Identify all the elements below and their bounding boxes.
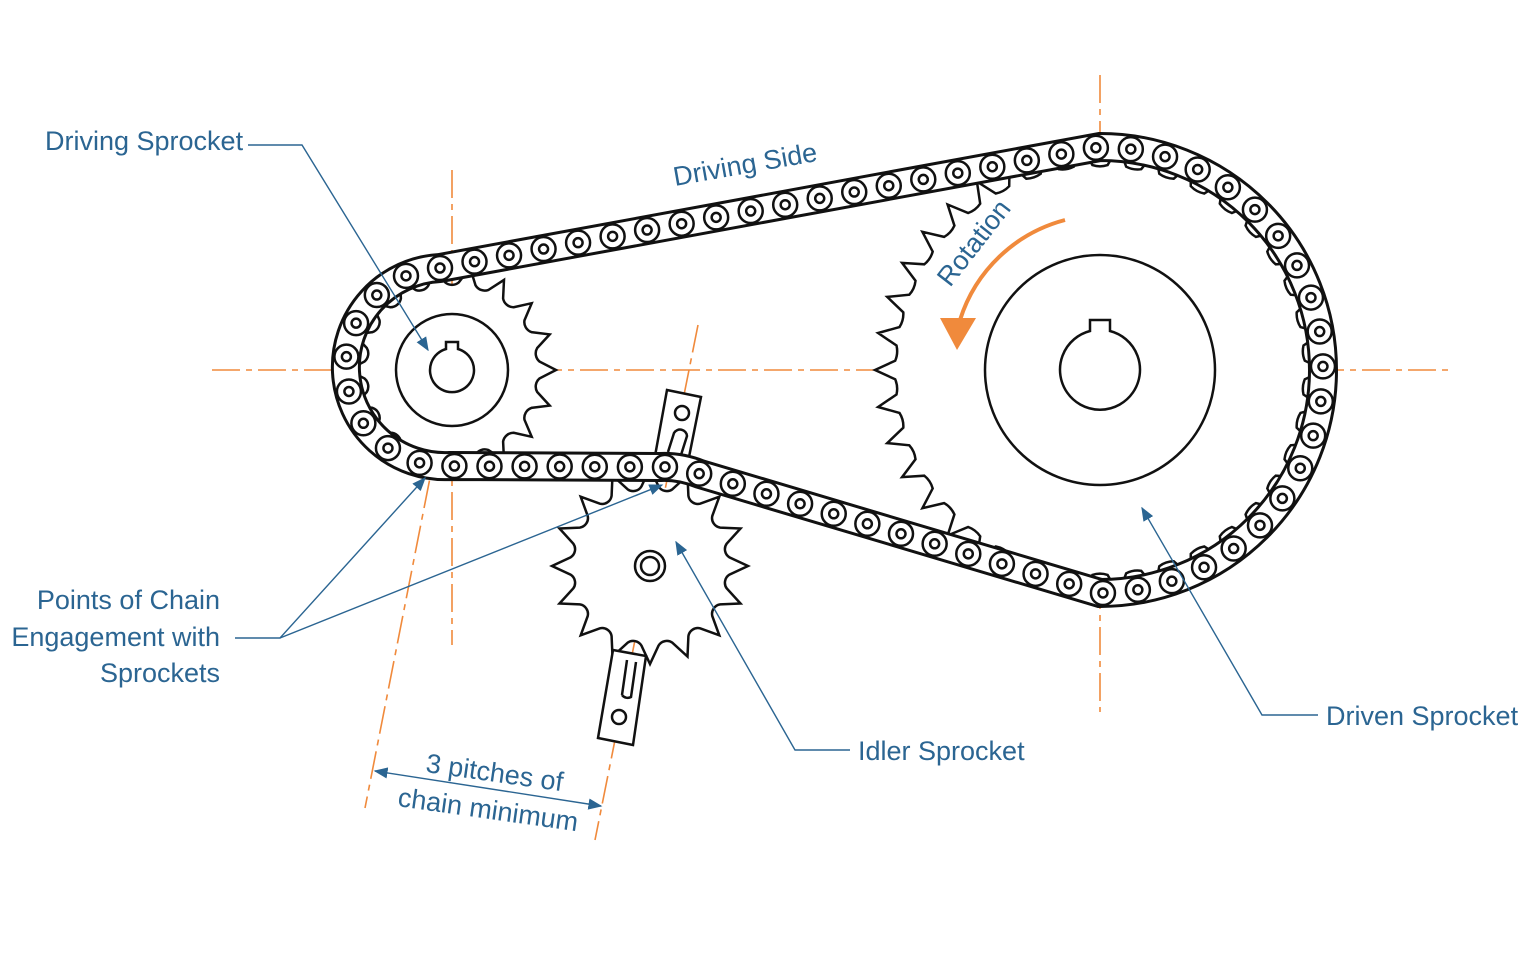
chain-pin <box>848 186 860 198</box>
chain-pin <box>1249 203 1261 216</box>
chain-pin <box>357 417 370 430</box>
chain-pin <box>1021 154 1033 167</box>
chain-pin <box>624 461 636 473</box>
driven-sprocket-label: Driven Sprocket <box>1326 701 1519 731</box>
chain-pin <box>434 262 446 274</box>
chain-pin <box>1055 148 1068 160</box>
chain-pin <box>883 179 895 192</box>
chain-pin <box>693 467 705 480</box>
chain-pin <box>1291 259 1303 272</box>
chain-pin <box>537 243 550 255</box>
chain-pin <box>917 173 930 186</box>
chain-pin <box>589 460 601 473</box>
chain-pin <box>1227 542 1240 555</box>
chain-pin <box>1090 142 1102 154</box>
chain-pin <box>1294 462 1307 474</box>
chain-pin <box>1254 519 1266 532</box>
chain-pin <box>641 224 653 236</box>
idler-sprocket-gear <box>549 465 751 667</box>
chain-pin <box>1222 181 1234 194</box>
chain-pin <box>1315 395 1327 408</box>
chain-pin <box>606 230 619 243</box>
driving-side-label: Driving Side <box>671 137 820 192</box>
chain-pin <box>1159 150 1171 163</box>
chain-pin <box>1307 429 1319 442</box>
chain-pin <box>400 270 412 282</box>
driven-sprocket-gear <box>872 142 1328 598</box>
chain-pin <box>928 538 941 550</box>
chain-pin <box>350 317 362 329</box>
chain-pin <box>1305 291 1317 304</box>
chain-pin <box>952 167 964 179</box>
idler-bracket <box>596 388 703 747</box>
chain-pin <box>1063 578 1075 590</box>
chain-pin <box>744 205 757 217</box>
chain-pin <box>448 460 461 472</box>
driving-sprocket-hub <box>394 312 510 428</box>
chain-pin <box>553 460 566 473</box>
chain-rollers <box>333 134 1337 607</box>
chain-pin <box>813 192 826 205</box>
chain-pin <box>1276 492 1289 505</box>
chain-pin <box>675 217 688 230</box>
chain-pin <box>710 211 722 224</box>
driven-sprocket-hub <box>983 253 1217 487</box>
chain-pin <box>779 198 791 211</box>
rotation-arrow <box>940 218 1066 350</box>
chain-pin <box>1317 360 1329 373</box>
chain-pin <box>996 558 1008 570</box>
chain-pin <box>794 498 806 510</box>
chain-pin <box>895 528 907 540</box>
chain-pin <box>1097 587 1109 599</box>
points-label-line2: Engagement with <box>11 622 220 652</box>
chain-pin <box>1125 143 1137 155</box>
chain-pin <box>503 249 515 262</box>
chain-pin <box>371 289 383 301</box>
chain-pin <box>1198 561 1210 574</box>
chain-pin <box>1166 575 1178 587</box>
chain-pin <box>518 460 531 473</box>
chain-pin <box>468 255 481 268</box>
chain-pin <box>962 548 975 560</box>
chain-pin <box>483 460 496 472</box>
driving-sprocket-label: Driving Sprocket <box>45 126 244 156</box>
leader-lines <box>235 144 1318 810</box>
chain-pin <box>986 160 999 173</box>
chain-pin <box>343 385 355 398</box>
chain-pin <box>760 488 773 500</box>
chain-pin <box>1132 584 1144 596</box>
chain-pin <box>727 478 739 490</box>
chain-pin <box>861 518 874 530</box>
chain-pin <box>1029 568 1042 580</box>
chain-pin <box>1272 230 1284 242</box>
chain-pin <box>1191 163 1204 176</box>
chain-pin <box>1313 325 1326 338</box>
points-label-line1: Points of Chain <box>37 585 220 615</box>
idler-hub <box>633 549 667 583</box>
chain-pin <box>340 350 353 363</box>
chain-pin <box>572 236 584 249</box>
chain-pin <box>827 508 840 520</box>
idler-sprocket-label: Idler Sprocket <box>858 736 1025 766</box>
chain-pin <box>659 461 671 473</box>
points-label-line3: Sprockets <box>100 658 220 688</box>
chain-pin <box>413 457 426 469</box>
chain-pin <box>382 442 394 454</box>
